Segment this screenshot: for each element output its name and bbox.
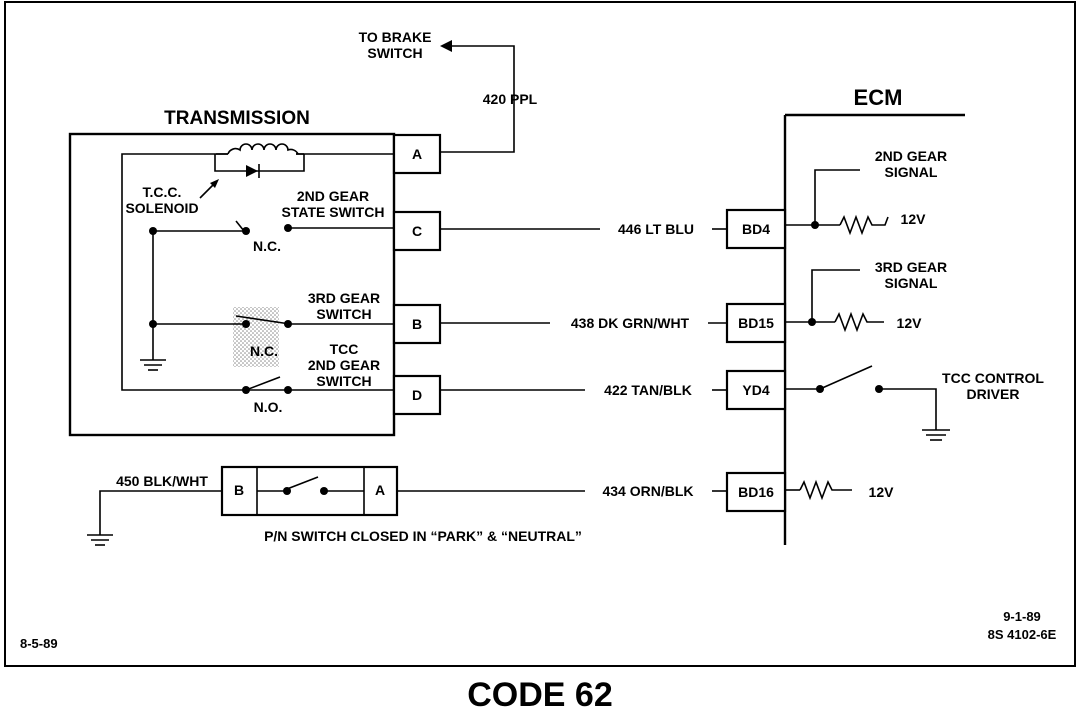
resistor-bd4-icon xyxy=(839,214,889,236)
signal-3rd-label-1: 3RD GEAR xyxy=(875,259,947,275)
wire-label-420: 420 PPL xyxy=(483,91,538,107)
switch-2nd-label-1: 2ND GEAR xyxy=(297,188,369,204)
switch-3rd-nc-label: N.C. xyxy=(250,343,278,359)
brake-switch-connection: TO BRAKE SWITCH 420 PPL xyxy=(359,29,538,153)
pin-bd4-label: BD4 xyxy=(742,221,770,237)
switch-2nd-label-2: STATE SWITCH xyxy=(282,204,385,220)
transmission-label: TRANSMISSION xyxy=(164,108,310,129)
wire-label-446: 446 LT BLU xyxy=(618,221,694,237)
switch-tcc-label-3: SWITCH xyxy=(316,373,371,389)
brake-switch-label-2: SWITCH xyxy=(367,45,422,61)
brake-switch-label-1: TO BRAKE xyxy=(359,29,432,45)
pin-bd15-box xyxy=(725,302,787,344)
signal-3rd-label-2: SIGNAL xyxy=(885,275,938,291)
pin-d-label: D xyxy=(412,387,422,403)
diagram-frame xyxy=(4,1,1076,667)
tcc-driver-label-2: DRIVER xyxy=(967,386,1020,402)
pn-switch-box xyxy=(220,465,399,517)
code-title: CODE 62 xyxy=(467,676,613,714)
transmission-block: TRANSMISSION A C B D T.C.C. xyxy=(68,108,442,437)
pn-pin-a-label: A xyxy=(375,482,385,498)
wire-label-422: 422 TAN/BLK xyxy=(604,382,692,398)
tcc-solenoid-label-2: SOLENOID xyxy=(125,200,198,216)
signal-2nd-label-1: 2ND GEAR xyxy=(875,148,947,164)
v-bd16-label: 12V xyxy=(869,484,895,500)
pin-d-box xyxy=(392,374,442,416)
ecm-label: ECM xyxy=(854,85,903,110)
pin-bd16-box xyxy=(725,471,787,513)
switch-2nd-gear-state: 2ND GEAR STATE SWITCH N.C. xyxy=(153,188,394,254)
pin-c-box xyxy=(392,210,442,252)
date-left: 8-5-89 xyxy=(20,636,58,651)
switch-2nd-nc-label: N.C. xyxy=(253,238,281,254)
v-bd4-label: 12V xyxy=(901,211,927,227)
switch-3rd-label-1: 3RD GEAR xyxy=(308,290,380,306)
ref-date: 9-1-89 xyxy=(1003,609,1041,624)
pin-bd4-box xyxy=(725,208,787,250)
switch-tcc-label-2: 2ND GEAR xyxy=(308,357,380,373)
switch-tcc-2nd-gear: TCC 2ND GEAR SWITCH N.O. xyxy=(242,341,380,415)
tcc-driver-label-1: TCC CONTROL xyxy=(942,370,1044,386)
resistor-bd15-icon xyxy=(834,311,884,333)
wire-label-434: 434 ORN/BLK xyxy=(602,483,693,499)
solenoid-pointer-arrow-icon xyxy=(199,179,219,199)
switch-tcc-label-1: TCC xyxy=(330,341,359,357)
tcc-solenoid-label-1: T.C.C. xyxy=(143,184,182,200)
pin-yd4-label: YD4 xyxy=(742,382,769,398)
wire-label-450: 450 BLK/WHT xyxy=(116,473,208,489)
pin-c-label: C xyxy=(412,223,422,239)
transmission-ground-icon xyxy=(140,359,166,371)
pn-pin-b-label: B xyxy=(234,482,244,498)
tcc-driver-ground-icon xyxy=(922,429,950,441)
ref-number: 8S 4102-6E xyxy=(988,627,1057,642)
pin-a-box xyxy=(392,133,442,175)
switch-tcc-no-label: N.O. xyxy=(254,399,283,415)
pin-bd16-label: BD16 xyxy=(738,484,774,500)
signal-2nd-label-2: SIGNAL xyxy=(885,164,938,180)
pn-ground-icon xyxy=(87,534,113,546)
resistor-bd16-icon xyxy=(799,479,852,501)
pin-bd15-label: BD15 xyxy=(738,315,774,331)
switch-3rd-gear: 3RD GEAR SWITCH N.C. xyxy=(153,290,394,359)
ecm-block: ECM BD4 2ND GEAR SIGNAL 12V BD15 3RD GEA… xyxy=(725,85,1044,545)
diode-icon xyxy=(246,164,260,178)
pin-yd4-box xyxy=(725,369,787,411)
pin-b-label: B xyxy=(412,316,422,332)
harness-wires: 446 LT BLU 438 DK GRN/WHT 422 TAN/BLK 43… xyxy=(398,221,727,499)
pn-switch-caption: P/N SWITCH CLOSED IN “PARK” & “NEUTRAL” xyxy=(264,528,582,544)
pn-switch: B A P/N SWITCH CLOSED IN “PARK” & “NEUTR… xyxy=(87,465,582,546)
arrow-left-icon xyxy=(440,40,452,52)
wire-label-438: 438 DK GRN/WHT xyxy=(571,315,690,331)
pin-a-label: A xyxy=(412,146,422,162)
switch-3rd-label-2: SWITCH xyxy=(316,306,371,322)
v-bd15-label: 12V xyxy=(897,315,923,331)
